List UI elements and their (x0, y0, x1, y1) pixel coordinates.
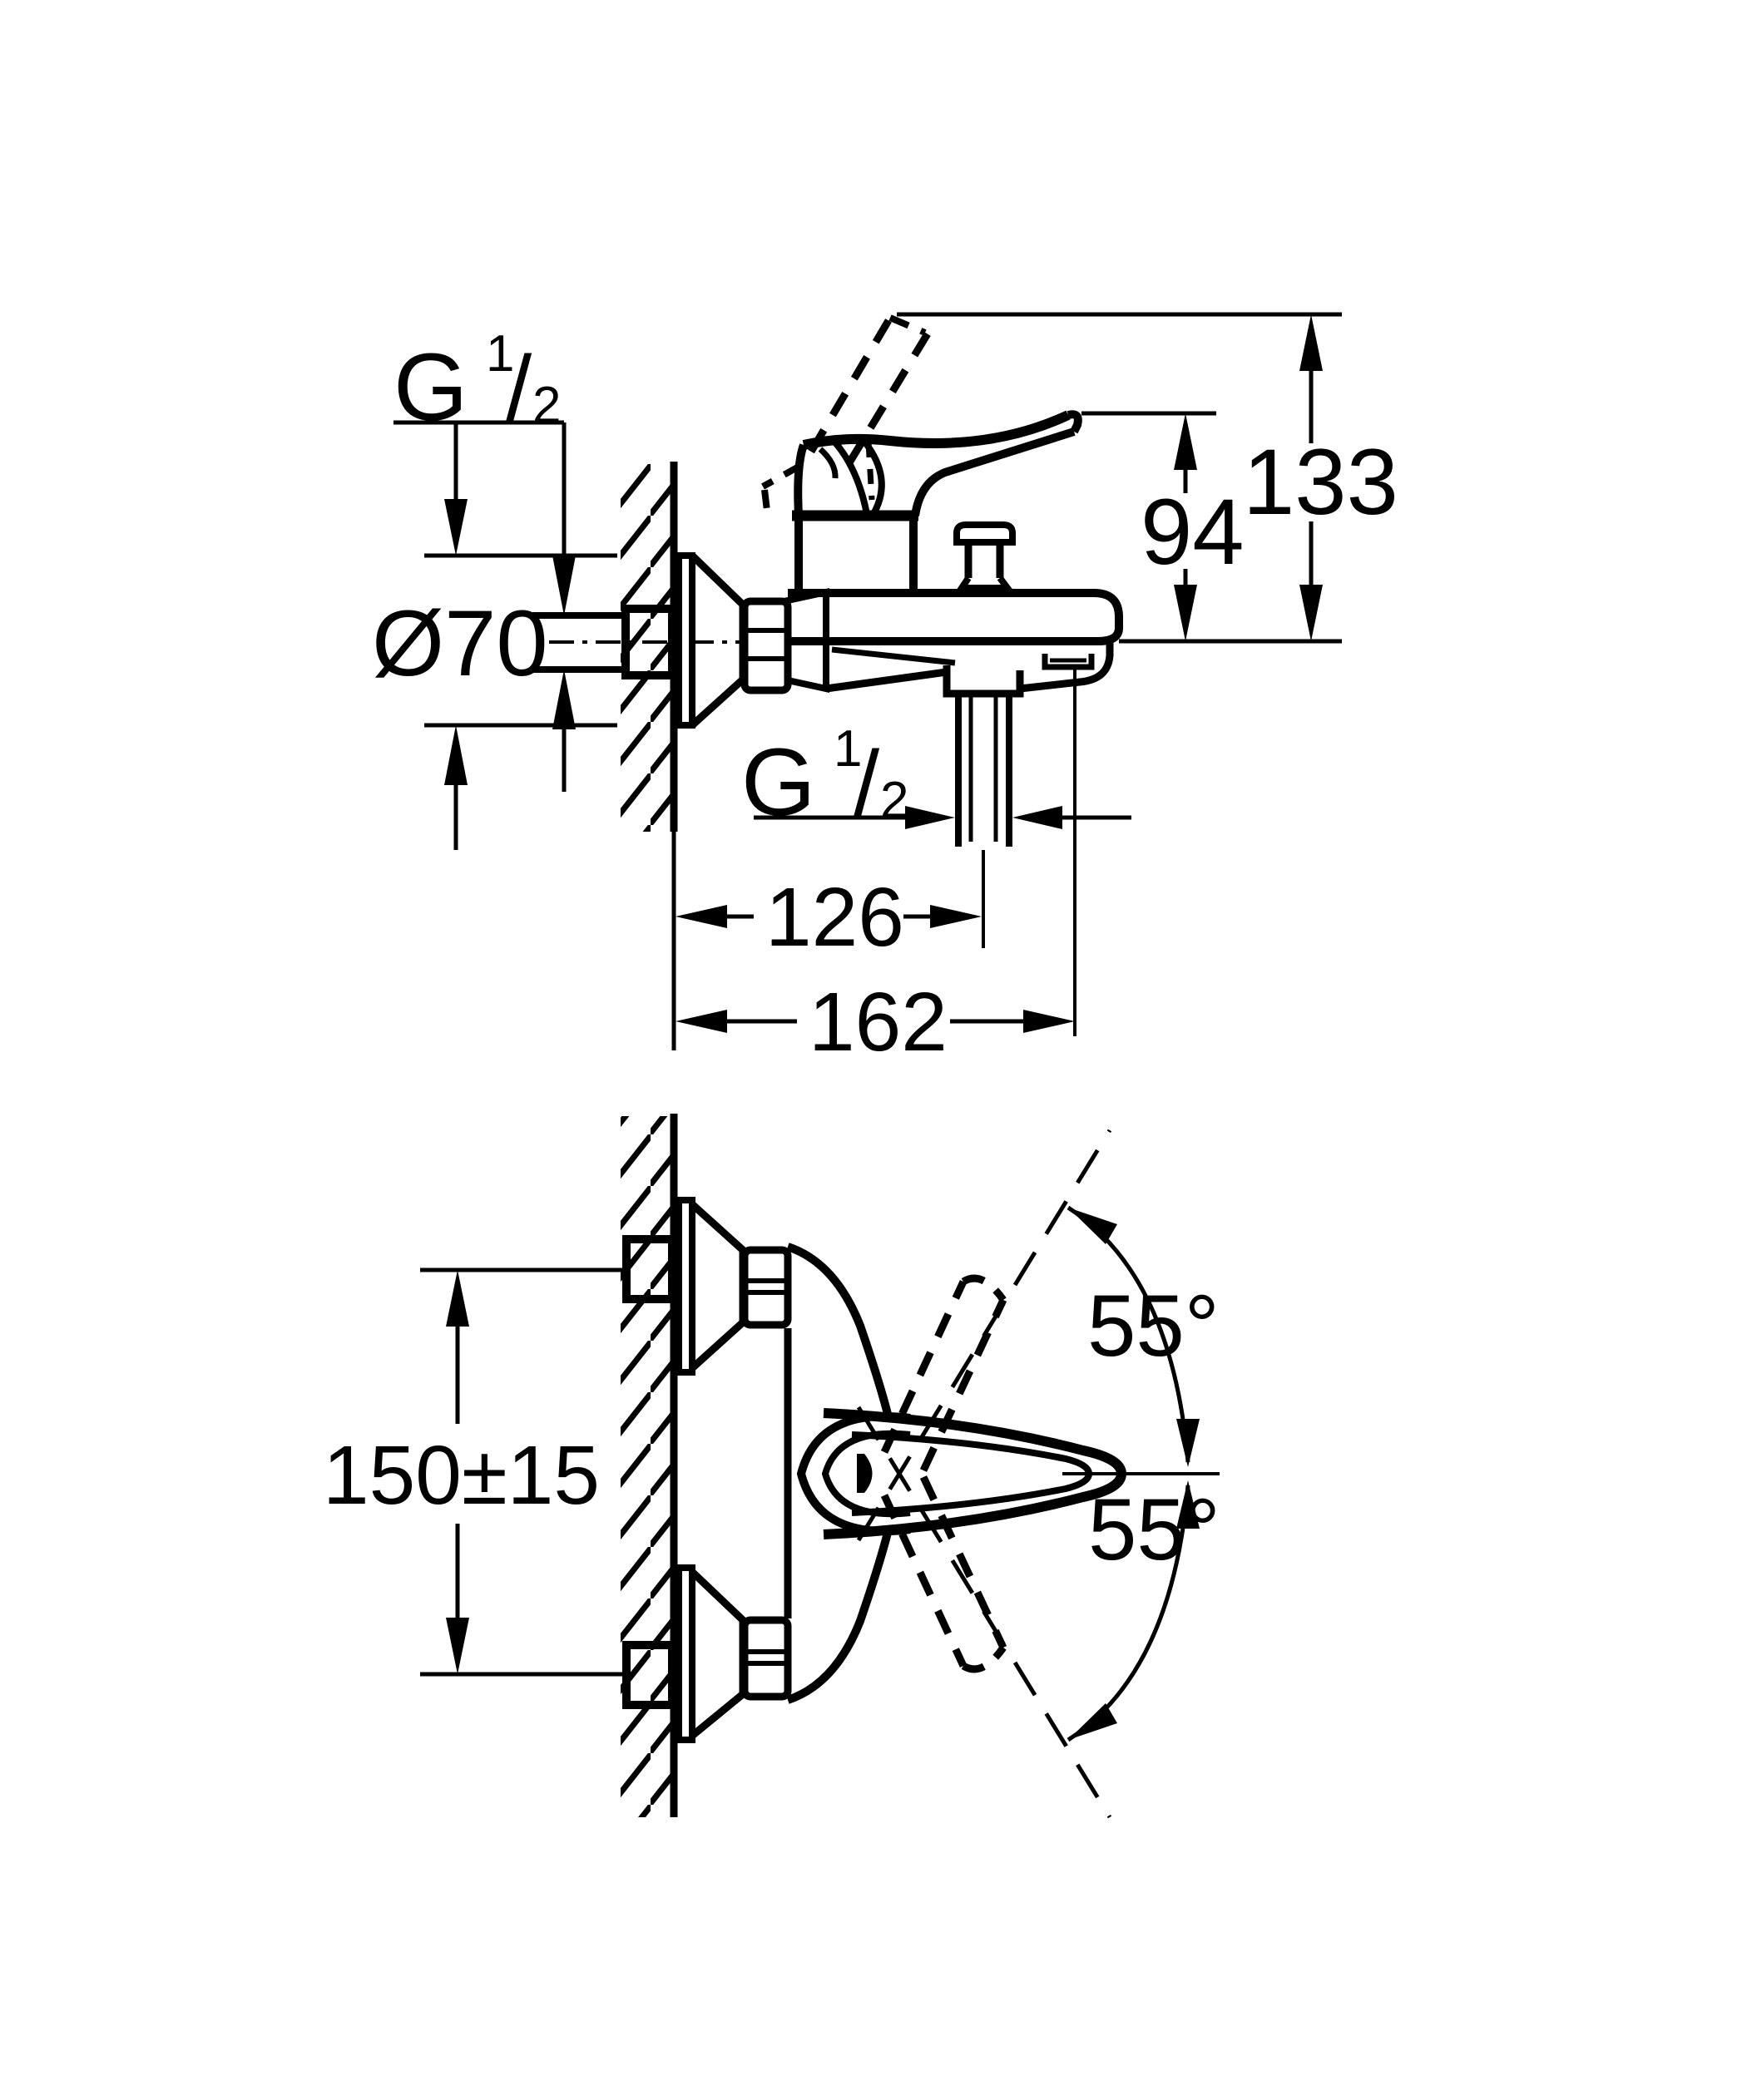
lever-raised-ghost (761, 314, 933, 511)
dimension-126: 126 (676, 850, 985, 964)
dimension-angle-down: 55° (856, 1406, 1220, 1819)
lever-handle-front (823, 1408, 1220, 1539)
lower-connection (622, 1564, 792, 1743)
dim94-label: 94 (1141, 480, 1245, 584)
thread-mid-g: G (741, 729, 815, 836)
dia70-label: Ø70 (372, 591, 548, 695)
wall-hatch-front (621, 1116, 671, 1817)
lever-ghost-down (880, 1475, 1007, 1673)
mixer-body-front (784, 1243, 911, 1704)
dimension-133: 133 (897, 312, 1398, 644)
dimension-thread-spout: G 1 / 2 (741, 720, 1131, 836)
spout-mouth (1042, 654, 1095, 670)
shower-outlet-stub (943, 665, 1024, 698)
dim162-label: 162 (809, 976, 948, 1069)
bath-spout (825, 642, 1114, 698)
angle-down-label: 55° (1088, 1481, 1220, 1579)
lever-ghost-up (880, 1274, 1007, 1472)
mixer-body-side (788, 510, 1123, 645)
thread-mid-sup: 1 (834, 720, 862, 778)
dimension-thread-top: G 1 / 2 (393, 325, 576, 615)
front-view: 55° 55° 150±15 (323, 1114, 1220, 1819)
hand-shower-connection (955, 694, 1012, 847)
dim150-label: 150±15 (323, 1429, 600, 1522)
dim133-label: 133 (1243, 430, 1398, 534)
upper-connection (622, 1197, 792, 1376)
angle-up-label: 55° (1087, 1277, 1220, 1375)
lower-union-square (622, 1641, 676, 1709)
wall-section-front (621, 1114, 678, 1817)
side-view: G 1 / 2 Ø70 94 (372, 312, 1398, 1069)
wall-section (621, 462, 678, 1050)
thread-mid-slash: / (854, 732, 880, 836)
thread-mid-sub: 2 (880, 772, 908, 829)
diverter-knob (953, 521, 1016, 593)
dimension-94: 94 (1081, 411, 1245, 641)
dimension-162: 162 (676, 669, 1076, 1069)
dimension-angle-up: 55° (856, 1129, 1220, 1542)
thread-top-sup: 1 (486, 325, 514, 383)
thread-top-slash: / (506, 337, 532, 441)
angle-ext-line-down (856, 1406, 1112, 1819)
angle-ext-line-up (856, 1129, 1112, 1542)
spout-tip (1019, 642, 1114, 693)
lever-handle-side (794, 410, 1082, 516)
thread-top-sub: 2 (532, 377, 561, 434)
wall-union-square (621, 605, 676, 679)
dim126-label: 126 (765, 871, 904, 964)
lever-hole (857, 1454, 873, 1493)
dimension-150: 150±15 (323, 1267, 624, 1677)
supply-connection (532, 605, 743, 679)
dimension-escutcheon-diameter: Ø70 (372, 553, 617, 850)
upper-union-square (622, 1235, 676, 1303)
